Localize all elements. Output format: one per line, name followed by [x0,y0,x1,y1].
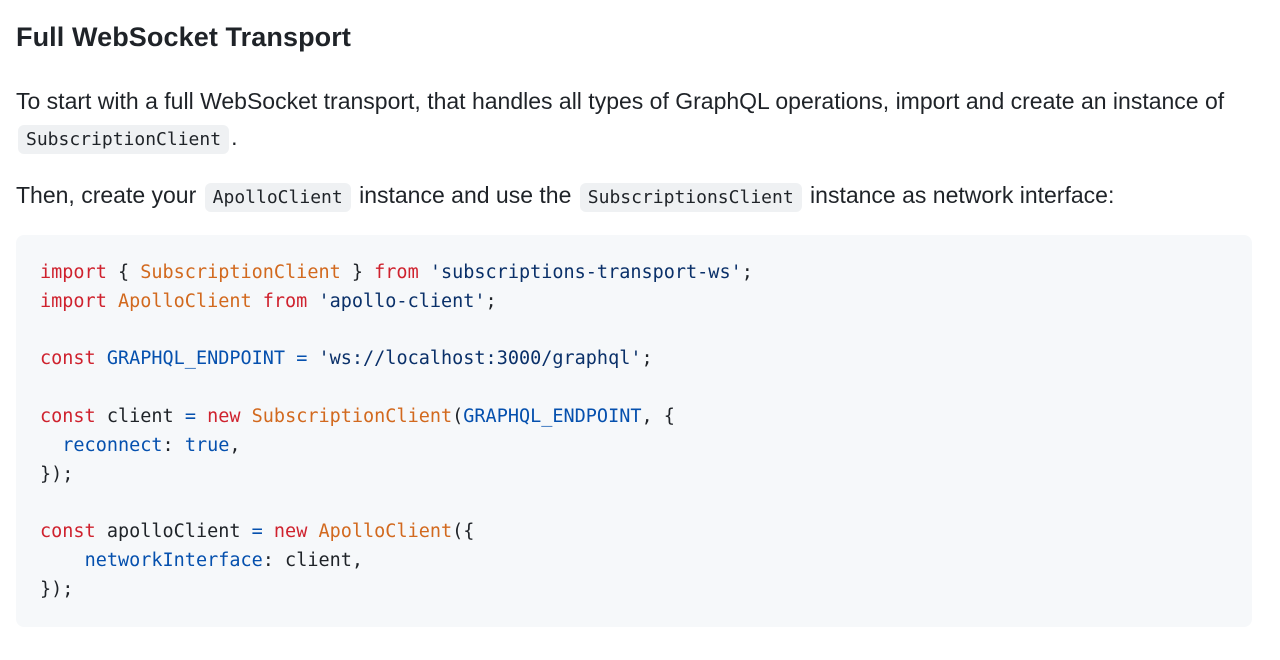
token-punct: ; [485,290,497,312]
token-punct: } [340,262,375,283]
token-string: 'subscriptions-transport-ws' [429,262,742,283]
token-punct: , { [641,405,675,427]
token-keyword: const [40,348,96,370]
token-constant: GRAPHQL_ENDPOINT [106,348,286,370]
token-punct: ({ [452,521,475,543]
token-space [307,291,318,312]
code-line-2: import ApolloClient from 'apollo-client'… [40,291,497,312]
token-indent [40,435,62,456]
token-punct: }); [40,578,74,600]
usage-text-1: Then, create your [16,182,203,208]
token-keyword: import [40,290,107,312]
token-identifier: apolloClient [95,521,252,543]
token-space [307,348,318,369]
code-line-7: reconnect: true, [40,434,241,456]
token-space [252,291,263,312]
token-punct: , [229,434,241,456]
token-keyword: new [207,405,241,427]
token-boolean: true [184,434,230,456]
token-space [307,521,318,542]
code-line-12: }); [40,579,73,600]
code-line-1: import { SubscriptionClient } from 'subs… [40,262,753,283]
token-punct: : [162,434,185,456]
token-space [419,262,430,283]
token-operator: = [184,405,196,427]
usage-text-2: instance and use the [352,182,578,208]
token-property: networkInterface [84,549,263,571]
token-indent [40,550,85,571]
token-operator: = [251,521,263,543]
token-keyword: new [273,521,308,543]
code-content[interactable]: import { SubscriptionClient } from 'subs… [40,259,1228,605]
token-identifier: : client, [262,549,364,571]
token-punct: ; [741,262,753,283]
token-space [196,406,207,427]
token-keyword: from [374,262,419,283]
intro-text-end: . [231,124,238,150]
token-punct: ; [641,348,653,370]
token-space [263,521,274,542]
code-line-10: const apolloClient = new ApolloClient({ [40,521,474,542]
inline-code-apolloclient: ApolloClient [204,183,351,212]
code-block[interactable]: import { SubscriptionClient } from 'subs… [16,235,1252,627]
token-space [107,291,118,312]
token-constant: GRAPHQL_ENDPOINT [463,405,642,427]
token-class: ApolloClient [318,521,453,543]
token-property: reconnect [62,434,163,456]
token-class: SubscriptionClient [251,405,453,427]
intro-text: To start with a full WebSocket transport… [16,88,1225,114]
token-string: 'apollo-client' [318,290,486,312]
code-line-6: const client = new SubscriptionClient(GR… [40,406,675,427]
code-line-11: networkInterface: client, [40,550,363,571]
code-line-8: }); [40,464,73,485]
token-keyword: from [262,290,308,312]
token-keyword: import [40,262,107,283]
code-line-4: const GRAPHQL_ENDPOINT = 'ws://localhost… [40,348,653,369]
inline-code-subscriptionsclient: SubscriptionsClient [579,183,802,212]
token-punct: }); [40,463,74,485]
section-heading: Full WebSocket Transport [16,22,351,52]
token-punct: { [106,262,141,283]
token-space [285,348,296,369]
token-punct: ( [452,405,464,427]
token-keyword: const [40,405,96,427]
usage-paragraph: Then, create your ApolloClient instance … [16,177,1266,216]
token-identifier: client [95,405,185,427]
token-operator: = [296,348,308,370]
token-class: SubscriptionClient [140,262,341,283]
token-string: 'ws://localhost:3000/graphql' [318,348,642,370]
intro-paragraph: To start with a full WebSocket transport… [16,83,1266,158]
token-space [241,406,252,427]
token-keyword: const [40,521,96,543]
token-space [96,348,107,369]
token-class: ApolloClient [117,290,252,312]
usage-text-3: instance as network interface: [803,182,1115,208]
inline-code-subscriptionclient: SubscriptionClient [18,125,230,154]
